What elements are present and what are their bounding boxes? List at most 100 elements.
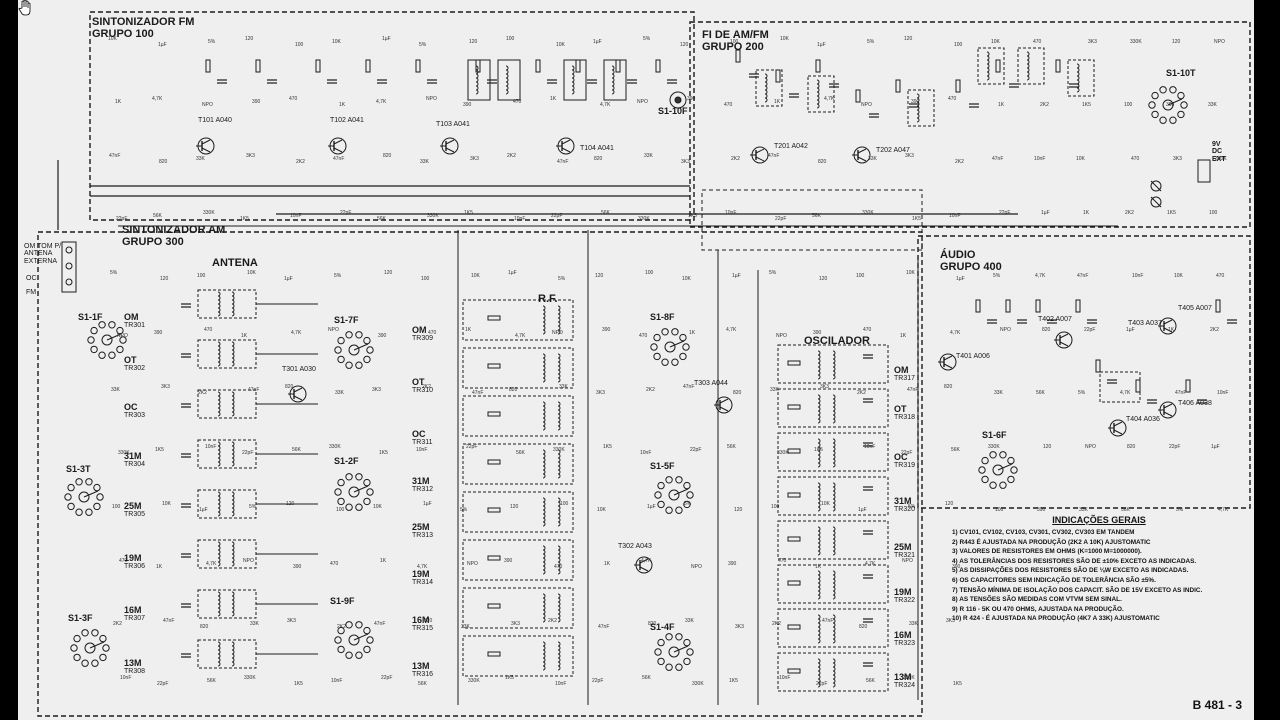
band-left-6: 16mTR307 (124, 605, 146, 623)
svg-text:4,7K: 4,7K (1035, 273, 1046, 279)
svg-text:390: 390 (952, 564, 961, 570)
svg-text:33K: 33K (335, 390, 345, 396)
switch-label-s1-1f: S1-1F (78, 312, 103, 322)
svg-text:470: 470 (513, 99, 522, 105)
note-line: 9) R 116 - 5K OU 470 OHMS, AJUSTADA NA P… (952, 605, 1124, 613)
svg-text:3K3: 3K3 (905, 153, 914, 159)
svg-text:NPO: NPO (328, 327, 339, 333)
svg-text:1K: 1K (774, 99, 781, 105)
svg-text:10nF: 10nF (290, 213, 301, 219)
svg-text:1µF: 1µF (1041, 210, 1050, 216)
svg-text:5%: 5% (558, 276, 566, 282)
svg-text:470: 470 (1216, 273, 1225, 279)
schematic-sheet: 10K 1K 47nF 22pF 5% NPO 33K 330K 100 470 2K2 10nF 1µ… (18, 0, 1254, 720)
svg-text:NPO: NPO (1085, 444, 1096, 450)
svg-text:33K: 33K (461, 624, 471, 630)
switch-label-s1-3t: S1-3T (66, 464, 91, 474)
svg-text:22pF: 22pF (1084, 327, 1095, 333)
svg-text:47nF: 47nF (992, 156, 1003, 162)
svg-text:1µF: 1µF (647, 504, 656, 510)
svg-text:10nF: 10nF (416, 447, 427, 453)
band-left-4: 25mTR305 (124, 501, 146, 519)
svg-text:10K: 10K (332, 39, 342, 45)
svg-text:120: 120 (680, 42, 689, 48)
svg-text:1K5: 1K5 (1167, 210, 1176, 216)
svg-text:820: 820 (424, 618, 433, 624)
svg-text:33K: 33K (994, 390, 1004, 396)
svg-text:100: 100 (197, 273, 206, 279)
svg-text:820: 820 (1042, 327, 1051, 333)
band-right-4: 25mTR321 (894, 542, 916, 560)
svg-text:330K: 330K (692, 681, 704, 687)
svg-text:NPO: NPO (1214, 39, 1225, 45)
drawing-number: B 481 - 3 (1192, 698, 1242, 712)
svg-text:120: 120 (595, 273, 604, 279)
svg-text:1K: 1K (380, 558, 387, 564)
svg-text:2K2: 2K2 (113, 621, 122, 627)
svg-text:470: 470 (724, 102, 733, 108)
svg-text:330K: 330K (203, 210, 215, 216)
svg-text:10nF: 10nF (1217, 390, 1228, 396)
transistor-t103: T103 A041 (436, 121, 470, 128)
svg-text:33K: 33K (559, 384, 569, 390)
svg-text:390: 390 (813, 330, 822, 336)
svg-text:56K: 56K (153, 213, 163, 219)
svg-text:820: 820 (859, 624, 868, 630)
switch-label-s1-9f: S1-9F (330, 596, 355, 606)
svg-text:390: 390 (1037, 507, 1046, 513)
svg-text:56K: 56K (727, 444, 737, 450)
svg-text:4,7K: 4,7K (1120, 390, 1131, 396)
svg-text:2K2: 2K2 (422, 384, 431, 390)
svg-text:47nF: 47nF (907, 387, 918, 393)
svg-text:5%: 5% (1176, 507, 1184, 513)
svg-text:56K: 56K (601, 210, 611, 216)
svg-text:390: 390 (252, 99, 261, 105)
svg-text:1µF: 1µF (382, 36, 391, 42)
svg-text:4,7K: 4,7K (152, 96, 163, 102)
svg-text:47nF: 47nF (683, 384, 694, 390)
svg-text:4,7K: 4,7K (291, 330, 302, 336)
svg-text:NPO: NPO (467, 561, 478, 567)
svg-text:22pF: 22pF (816, 681, 827, 687)
svg-text:470: 470 (330, 561, 339, 567)
svg-text:100: 100 (506, 36, 515, 42)
svg-text:1µF: 1µF (593, 39, 602, 45)
svg-text:1µF: 1µF (817, 42, 826, 48)
note-line: 8) AS TENSÕES SÃO MEDIDAS COM VTVM SEM S… (952, 596, 1122, 604)
svg-text:1µF: 1µF (508, 270, 517, 276)
transistor-t403: T403 A037 (1128, 320, 1162, 327)
svg-text:5%: 5% (684, 501, 692, 507)
svg-text:1K5: 1K5 (603, 444, 612, 450)
svg-text:820: 820 (594, 156, 603, 162)
svg-text:3K3: 3K3 (735, 624, 744, 630)
svg-text:1K5: 1K5 (240, 216, 249, 222)
svg-text:330K: 330K (777, 450, 789, 456)
note-line: 6) OS CAPACITORES SEM INDICAÇÃO DE TOLER… (952, 576, 1156, 584)
svg-text:3K3: 3K3 (511, 621, 520, 627)
svg-text:2K2: 2K2 (1040, 102, 1049, 108)
svg-text:10K: 10K (821, 501, 831, 507)
svg-text:2K2: 2K2 (646, 387, 655, 393)
svg-text:1µF: 1µF (956, 276, 965, 282)
svg-text:33K: 33K (644, 153, 654, 159)
svg-text:3K3: 3K3 (681, 159, 690, 165)
svg-text:2K2: 2K2 (772, 621, 781, 627)
svg-text:1µF: 1µF (158, 42, 167, 48)
note-line: 2) R443 É AJUSTADA NA PRODUÇÃO (2K2 A 10… (952, 538, 1151, 546)
svg-text:100: 100 (771, 504, 780, 510)
svg-text:470: 470 (639, 333, 648, 339)
svg-text:56K: 56K (292, 447, 302, 453)
svg-text:4,7K: 4,7K (726, 327, 737, 333)
svg-text:10nF: 10nF (555, 681, 566, 687)
transistor-t401: T401 A006 (956, 353, 990, 360)
svg-text:3K3: 3K3 (596, 390, 605, 396)
svg-text:10nF: 10nF (120, 675, 131, 681)
svg-text:470: 470 (119, 558, 128, 564)
svg-text:390: 390 (728, 561, 737, 567)
svg-text:2K2: 2K2 (731, 156, 740, 162)
svg-text:120: 120 (469, 39, 478, 45)
